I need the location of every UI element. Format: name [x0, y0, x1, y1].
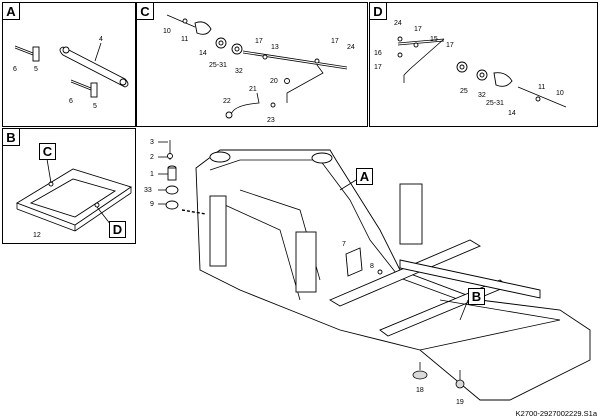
- panel-c-label: C: [137, 3, 154, 20]
- part-label: 1: [150, 171, 154, 178]
- fitting: [493, 72, 513, 87]
- part-label: 17: [446, 42, 454, 49]
- panel-a-drawing: 4 6 5 6 5: [13, 36, 129, 110]
- part-label: 6: [69, 98, 73, 105]
- part-label: 33: [144, 187, 152, 194]
- panel-b-label: B: [3, 129, 20, 146]
- part-label: 25-31: [486, 100, 504, 107]
- part-label: 32: [478, 92, 486, 99]
- panel-c: C 10 11 14 25-31 32 17 13 17 24 20 21 22…: [136, 2, 368, 127]
- panel-a-label: A: [3, 3, 20, 20]
- panel-a: A 4 6 5 6 5: [2, 2, 136, 127]
- part-label: 10: [163, 28, 171, 35]
- panel-c-drawing: 10 11 14 25-31 32 17 13 17 24 20 21 22 2…: [163, 14, 355, 124]
- lug: [311, 152, 333, 164]
- callout-a: A: [356, 168, 373, 185]
- washer: [165, 185, 179, 195]
- washer: [165, 200, 179, 210]
- plug: [455, 379, 465, 389]
- panel-d: D 24 17 15 17 16 17 25 32 25-31 14 11 10: [369, 2, 598, 127]
- part-label: 8: [370, 263, 374, 270]
- part-label: 3: [150, 139, 154, 146]
- cross-beam: [399, 259, 541, 299]
- part-label: 11: [538, 84, 545, 91]
- link-hole: [62, 46, 70, 54]
- part-label: 17: [331, 38, 339, 45]
- part-label: 22: [223, 98, 231, 105]
- part-label: 11: [181, 36, 188, 43]
- link-hole: [119, 78, 127, 86]
- part-label: 21: [249, 86, 257, 93]
- part-label: 15: [430, 36, 438, 43]
- part-label: 24: [347, 44, 355, 51]
- part-label: 16: [374, 50, 382, 57]
- part-label: 6: [13, 66, 17, 73]
- part-label: 19: [456, 399, 464, 406]
- panel-d-drawing: 24 17 15 17 16 17 25 32 25-31 14 11 10: [374, 20, 567, 117]
- part-label: 10: [556, 90, 564, 97]
- panel-b: B 12 C D: [2, 128, 136, 244]
- part-label: 14: [199, 50, 207, 57]
- document-reference: K2700-2927002229.S1a: [515, 409, 597, 418]
- panel-b-drawing: 12: [15, 158, 133, 239]
- callout-b: B: [468, 288, 485, 305]
- fitting: [194, 21, 212, 35]
- part-label: 5: [34, 66, 38, 73]
- panel-d-label: D: [370, 3, 387, 20]
- post: [399, 183, 423, 245]
- post: [295, 231, 317, 293]
- part-label: 17: [255, 38, 263, 45]
- part-label: 24: [394, 20, 402, 27]
- part-label: 9: [150, 201, 154, 208]
- part-label: 2: [150, 154, 154, 161]
- part-label: 17: [374, 64, 382, 71]
- pin: [32, 46, 40, 62]
- bracket: [345, 247, 363, 277]
- part-label: 20: [270, 78, 278, 85]
- part-label: 18: [416, 387, 424, 394]
- part-label: 25: [460, 88, 468, 95]
- callout-c: C: [39, 143, 56, 160]
- part-label: 17: [414, 26, 422, 33]
- post: [209, 195, 227, 267]
- callout-d: D: [109, 221, 126, 238]
- part-label: 12: [33, 232, 41, 239]
- lug: [209, 151, 231, 163]
- part-label: 7: [342, 241, 346, 248]
- part-label: 13: [271, 44, 279, 51]
- link-bar: [59, 46, 129, 88]
- part-label: 14: [508, 110, 516, 117]
- part-label: 23: [267, 117, 275, 124]
- part-label: 25-31: [209, 62, 227, 69]
- cross-beam: [329, 239, 481, 307]
- grommet: [412, 370, 428, 380]
- part-label: 32: [235, 68, 243, 75]
- part-label: 5: [93, 103, 97, 110]
- part-label: 4: [99, 36, 103, 43]
